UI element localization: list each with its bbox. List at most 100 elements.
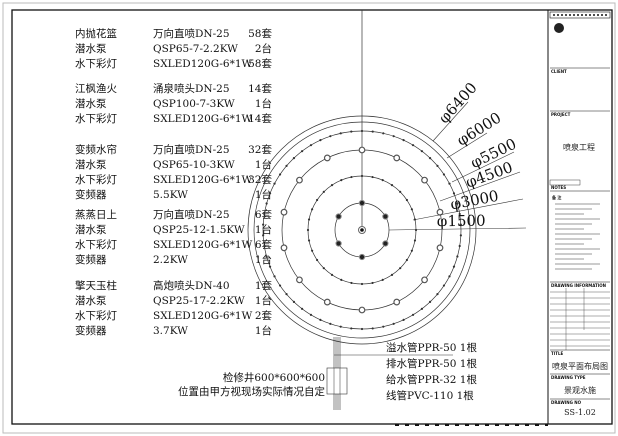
nozzle-5500	[329, 135, 332, 138]
equipment-model: 5.5KW	[153, 189, 188, 201]
equipment-qty: 58套	[248, 27, 272, 40]
nozzle-4500	[393, 298, 401, 306]
equipment-name: 擎天玉柱	[75, 279, 117, 292]
nozzle-4500	[421, 276, 428, 284]
nozzle-1500	[382, 213, 389, 220]
nozzle-5500	[402, 318, 405, 321]
nozzle-4500	[296, 176, 303, 184]
nozzle-5500	[371, 327, 374, 330]
nozzle-1500	[335, 213, 342, 220]
nozzle-3000	[390, 184, 394, 187]
equipment-model: 万向直喷DN-25	[153, 208, 230, 221]
equipment-qty: 1台	[255, 97, 272, 110]
nozzle-5500	[456, 202, 459, 205]
nozzle-5500	[278, 284, 282, 287]
nozzle-5500	[262, 223, 265, 226]
equipment-model: 万向直喷DN-25	[153, 27, 230, 40]
nozzle-5500	[268, 192, 272, 195]
nozzle-3000	[413, 239, 417, 242]
nozzle-5500	[392, 135, 395, 138]
nozzle-5500	[411, 144, 415, 147]
nozzle-4500	[421, 176, 428, 184]
equipment-name: 潜水泵	[75, 42, 107, 55]
nozzle-5500	[319, 139, 322, 142]
nozzle-5500	[458, 212, 461, 216]
nozzle-5500	[458, 244, 461, 248]
equipment-name: 变频器	[75, 324, 107, 337]
nozzle-3000	[399, 190, 402, 193]
nozzle-5500	[309, 313, 313, 316]
field-box	[549, 179, 581, 186]
nozzle-5500	[448, 182, 451, 185]
equipment-name: 变频器	[75, 253, 107, 266]
nozzle-5500	[292, 300, 296, 303]
equipment-name: 水下彩灯	[75, 239, 117, 251]
equipment-name: 潜水泵	[75, 97, 107, 110]
project-name: 喷泉工程	[563, 142, 595, 152]
equipment-qty: 2套	[255, 309, 273, 322]
nozzle-5500	[273, 275, 276, 278]
inspection-well	[326, 367, 348, 395]
equipment-qty: 1套	[255, 279, 273, 292]
nozzle-5500	[452, 192, 456, 195]
notes-label: NOTES	[551, 185, 566, 190]
nozzle-5500	[350, 130, 353, 133]
nozzle-3000	[316, 258, 319, 262]
equipment-model: SXLED120G-6*1W	[153, 113, 253, 125]
nozzle-5500	[262, 234, 265, 237]
equipment-qty: 1台	[255, 223, 272, 236]
nozzle-3000	[316, 198, 319, 202]
nozzle-5500	[268, 265, 272, 268]
equipment-name: 水下彩灯	[75, 310, 117, 322]
nozzle-5500	[360, 327, 364, 331]
nozzle-3000	[311, 208, 314, 211]
nozzle-5500	[436, 164, 439, 168]
nozzle-5500	[319, 318, 322, 321]
diameter-leader	[432, 101, 469, 142]
equipment-model: 3.7KW	[153, 325, 188, 337]
equipment-name: 蒸蒸日上	[75, 209, 117, 221]
nozzle-5500	[456, 255, 459, 258]
diameter-leader	[446, 132, 488, 159]
client-label: CLIENT	[551, 69, 567, 74]
nozzle-5500	[436, 292, 439, 296]
nozzle-5500	[285, 292, 288, 296]
diameter-leader	[388, 227, 527, 231]
equipment-model: QSP100-7-3KW	[153, 98, 235, 110]
nozzle-3000	[381, 179, 384, 182]
equipment-name: 变频器	[75, 188, 107, 201]
equipment-name: 内抛花篮	[75, 27, 117, 40]
equipment-qty: 1台	[255, 158, 272, 171]
nozzle-3000	[350, 281, 353, 285]
nozzle-5500	[278, 173, 282, 176]
pipe-label: 排水管PPR-50 1根	[386, 357, 477, 370]
nozzle-3000	[390, 273, 394, 276]
nozzle-5500	[263, 212, 266, 216]
nozzle-1500	[382, 240, 389, 247]
nozzle-1500	[358, 199, 366, 207]
equipment-model: SXLED120G-6*1W	[153, 174, 253, 186]
title-label: TITLE	[551, 351, 563, 356]
nozzle-5500	[263, 244, 266, 248]
nozzle-5500	[428, 157, 432, 160]
nozzle-5500	[452, 265, 456, 268]
drawing-frame	[11, 9, 613, 425]
nozzle-5500	[339, 325, 342, 328]
nozzle-3000	[307, 218, 311, 221]
equipment-model: QSP65-7-2.2KW	[153, 43, 238, 55]
equipment-qty: 14套	[248, 112, 272, 125]
nozzle-3000	[405, 198, 408, 202]
